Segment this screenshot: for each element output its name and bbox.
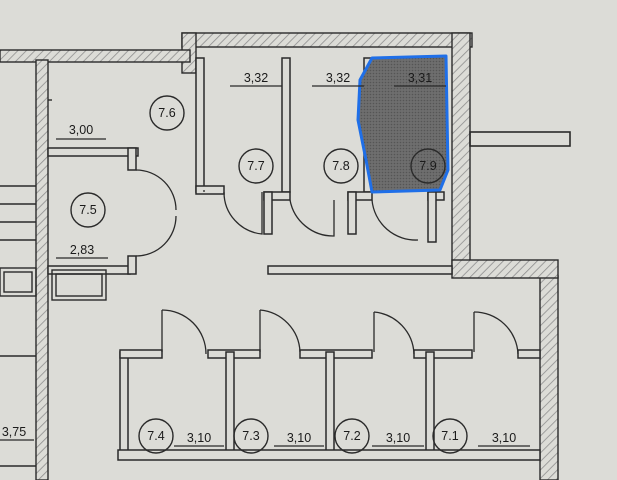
room-id-markers: [70, 95, 468, 454]
room-marker-7-9: [410, 148, 446, 184]
room-area-7-9: 3,31: [408, 71, 432, 85]
room-marker-7-3: [233, 418, 269, 454]
room-id-7-6: 7.6: [158, 106, 175, 120]
room-area-7-4: 3,10: [187, 431, 211, 445]
highlighted-room-outline: [356, 54, 450, 194]
room-id-7-2: 7.2: [343, 429, 360, 443]
room-id-7-5: 7.5: [79, 203, 96, 217]
room-id-7-3: 7.3: [242, 429, 259, 443]
room-id-7-8: 7.8: [332, 159, 349, 173]
room-area-7-8: 3,32: [326, 71, 350, 85]
room-area-7-6: 3,00: [69, 123, 93, 137]
room-marker-7-1: [432, 418, 468, 454]
room-labels: 7.6 7.5 7.7 7.8 7.9 7.4 7.3 7.2 7.1 3,32…: [2, 71, 516, 445]
room-marker-7-6: [149, 95, 185, 131]
stair-and-fixtures: [0, 99, 107, 467]
left-room-area: 3,75: [2, 425, 26, 439]
area-underlines: [0, 85, 530, 447]
room-marker-7-2: [334, 418, 370, 454]
room-area-7-5: 2,83: [70, 243, 94, 257]
room-id-7-7: 7.7: [247, 159, 264, 173]
door-swings: [135, 169, 519, 355]
room-marker-7-8: [323, 148, 359, 184]
room-id-7-4: 7.4: [147, 429, 164, 443]
room-area-7-2: 3,10: [386, 431, 410, 445]
room-area-7-1: 3,10: [492, 431, 516, 445]
room-id-7-1: 7.1: [441, 429, 458, 443]
outer-walls: [0, 32, 559, 480]
room-area-7-3: 3,10: [287, 431, 311, 445]
room-marker-7-5: [70, 192, 106, 228]
room-marker-7-7: [238, 148, 274, 184]
room-id-7-9: 7.9: [419, 159, 436, 173]
room-marker-7-4: [138, 418, 174, 454]
room-area-7-7: 3,32: [244, 71, 268, 85]
protruding-pipe: [469, 131, 571, 147]
